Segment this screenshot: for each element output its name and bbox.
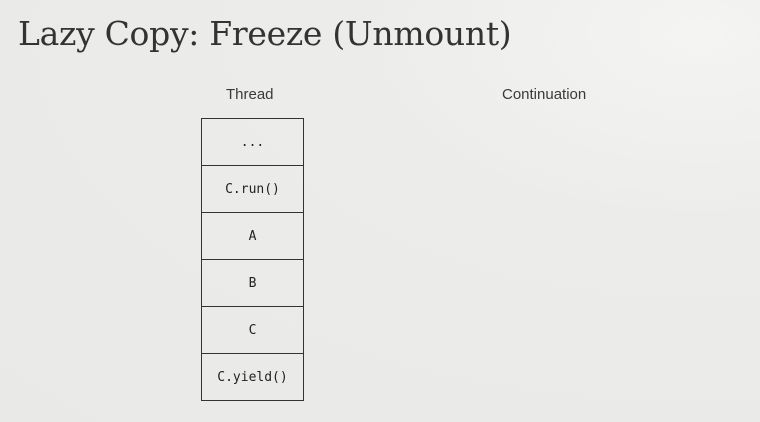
stack-frame-c-run: C.run() [202, 166, 303, 213]
stack-frame-b: B [202, 260, 303, 307]
thread-label: Thread [226, 86, 274, 103]
stack-frame-c-yield: C.yield() [202, 354, 303, 401]
stack-frame-a: A [202, 213, 303, 260]
slide-title: Lazy Copy: Freeze (Unmount) [18, 14, 512, 53]
continuation-label: Continuation [502, 86, 587, 103]
thread-stack: ... C.run() A B C C.yield() [201, 118, 304, 401]
stack-frame-c: C [202, 307, 303, 354]
stack-frame-ellipsis: ... [202, 119, 303, 166]
